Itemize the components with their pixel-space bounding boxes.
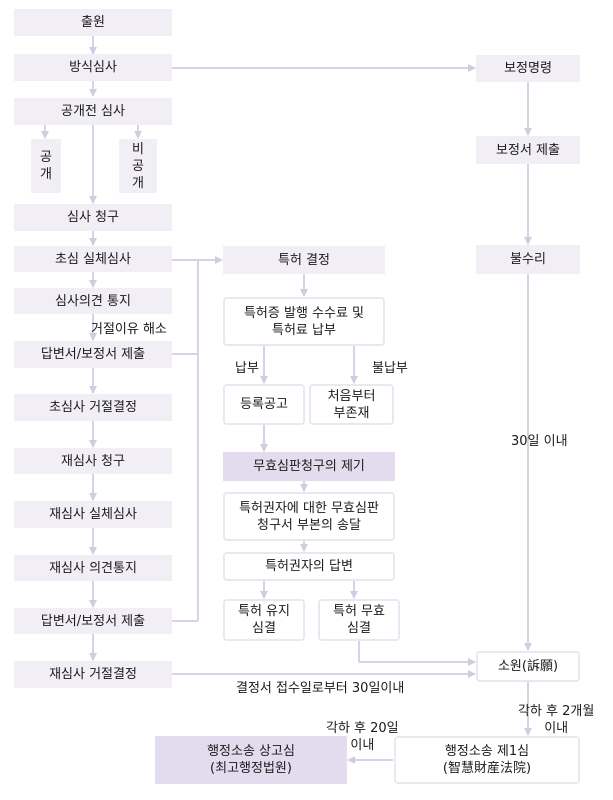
node-label: 특허 결정 [278, 252, 330, 268]
node-label: 재심사 거절결정 [49, 667, 137, 682]
reexam-office-action-node: 재심사 의견통지 [14, 555, 172, 581]
initial-rejection-node: 초심사 거절결정 [14, 394, 172, 421]
invalidation-request-node: 무효심판청구의 제기 [223, 452, 395, 481]
service-to-patentee-node: 특허권자에 대한 무효심판 청구서 부본의 송달 [223, 492, 395, 541]
node-label: 특허증 발행 수수료 및 특허료 납부 [243, 305, 365, 338]
node-label: 특허권자의 답변 [265, 559, 353, 574]
response-amendment-node: 답변서/보정서 제출 [14, 341, 172, 368]
registration-publication-node: 등록공고 [223, 384, 305, 425]
node-label: 심사 청구 [67, 210, 119, 225]
node-label: 행정소송 상고심 (최고행정법원) [207, 744, 295, 776]
node-label: 보정서 제출 [496, 142, 560, 158]
node-label: 특허 유지 심결 [238, 604, 290, 636]
node-label: 방식심사 [69, 60, 117, 75]
node-label: 특허 무효 심결 [333, 604, 385, 636]
grant-decision-node: 특허 결정 [223, 246, 385, 274]
within-2-months-label: 각하 후 2개월 이내 [518, 704, 595, 736]
node-label: 재심사 의견통지 [49, 560, 137, 576]
node-label: 출원 [81, 15, 105, 30]
response-amendment-2-node: 답변서/보정서 제출 [14, 608, 172, 634]
node-label: 초심사 거절결정 [49, 400, 137, 415]
node-label: 행정소송 제1심 (智慧財産法院) [442, 744, 532, 776]
node-label: 무효심판청구의 제기 [253, 459, 365, 474]
node-label: 등록공고 [240, 397, 288, 412]
paid-label: 납부 [235, 361, 259, 376]
non-acceptance-node: 불수리 [476, 245, 580, 274]
amendment-submission-node: 보정서 제출 [476, 136, 580, 164]
fee-payment-node: 특허증 발행 수수료 및 특허료 납부 [223, 297, 385, 346]
node-label: 공개전 심사 [61, 104, 125, 119]
node-label: 특허권자에 대한 무효심판 청구서 부본의 송달 [239, 500, 379, 533]
patent-invalidated-node: 특허 무효 심결 [318, 599, 400, 641]
correction-order-node: 보정명령 [476, 55, 580, 82]
administrative-appeal-node: 소원(訴願) [476, 651, 580, 682]
reexam-rejection-node: 재심사 거절결정 [14, 661, 172, 688]
within-30-days-receipt-label: 결정서 접수일로부터 30일이내 [236, 681, 405, 696]
void-from-beginning-node: 처음부터 부존재 [309, 384, 394, 425]
node-label: 처음부터 부존재 [327, 388, 376, 421]
within-30-days-label: 30일 이내 [511, 434, 568, 449]
node-label: 답변서/보정서 제출 [40, 613, 146, 629]
patent-maintained-node: 특허 유지 심결 [223, 599, 305, 641]
reexam-request-node: 재심사 청구 [14, 448, 172, 474]
formality-exam-node: 방식심사 [14, 54, 172, 81]
exam-request-node: 심사 청구 [14, 204, 172, 231]
node-label: 초심 실체심사 [55, 251, 131, 267]
office-action-node: 심사의견 통지 [14, 288, 172, 314]
node-label: 비 공 개 [132, 141, 144, 191]
node-label: 답변서/보정서 제출 [40, 347, 146, 362]
within-20-days-label: 각하 후 20일 이내 [326, 721, 399, 753]
patentee-response-node: 특허권자의 답변 [223, 552, 395, 581]
node-label: 공 개 [40, 150, 52, 182]
application-node: 출원 [14, 9, 172, 36]
rejection-resolved-label: 거절이유 해소 [91, 322, 167, 337]
first-instance-litigation-node: 행정소송 제1심 (智慧財産法院) [394, 736, 580, 784]
node-label: 소원(訴願) [497, 659, 559, 674]
supreme-court-appeal-node: 행정소송 상고심 (최고행정법원) [155, 736, 347, 784]
non-publication-node: 비 공 개 [119, 139, 157, 193]
node-label: 재심사 실체심사 [49, 507, 137, 522]
pre-publication-exam-node: 공개전 심사 [14, 98, 172, 125]
node-label: 불수리 [510, 252, 546, 267]
substantive-exam-node: 초심 실체심사 [14, 246, 172, 272]
node-label: 재심사 청구 [61, 453, 125, 469]
publication-node: 공 개 [31, 139, 61, 193]
unpaid-label: 불납부 [372, 361, 408, 376]
reexam-substantive-node: 재심사 실체심사 [14, 501, 172, 528]
node-label: 심사의견 통지 [55, 293, 131, 309]
node-label: 보정명령 [504, 61, 552, 76]
